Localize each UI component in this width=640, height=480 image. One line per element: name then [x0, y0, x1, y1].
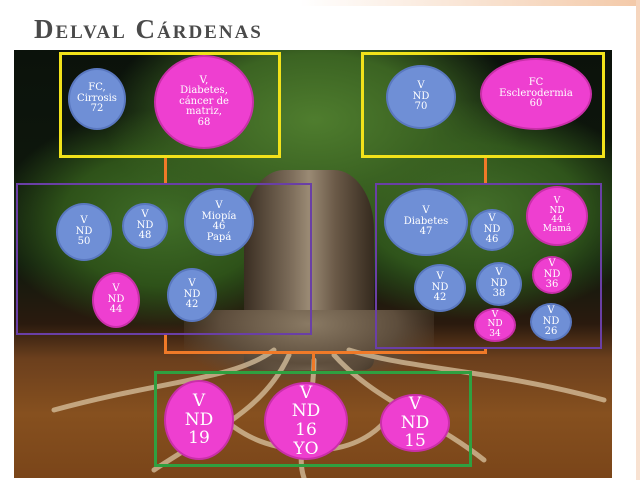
paternal-grandparents-frame [59, 52, 281, 158]
connector-mother-down [484, 349, 487, 352]
slide-title: Delval Cárdenas [34, 14, 263, 44]
connector-children-drop [312, 351, 315, 371]
top-accent-bar [300, 0, 640, 6]
tree-roots-base [184, 310, 434, 380]
connector-father-down [164, 335, 167, 352]
paternal-family-frame [16, 183, 312, 335]
maternal-grandparents-frame [361, 52, 605, 158]
connector-paternal-grandparents [164, 158, 167, 183]
connector-maternal-grandparents [484, 158, 487, 183]
maternal-family-frame [375, 183, 602, 349]
right-accent-bar [636, 0, 640, 480]
connector-parents-line [164, 351, 487, 354]
children-frame [154, 371, 472, 467]
